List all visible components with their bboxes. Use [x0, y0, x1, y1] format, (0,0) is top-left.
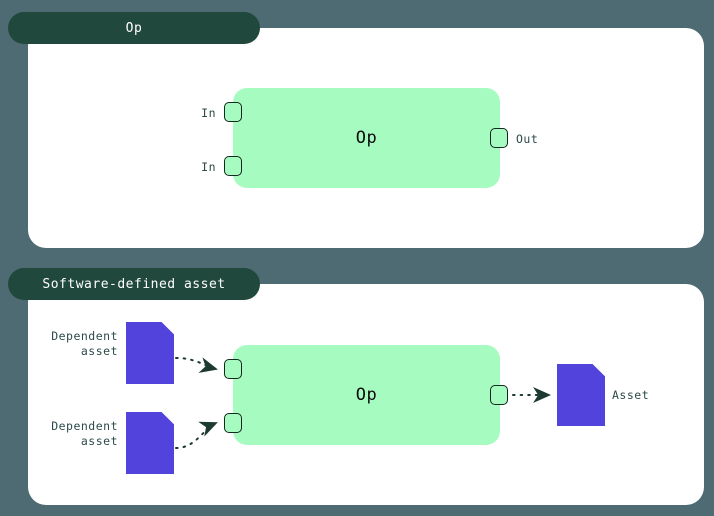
input-port-2[interactable] — [224, 156, 242, 176]
input-port-asset-2[interactable] — [224, 413, 242, 433]
panel-tab-op[interactable]: Op — [8, 12, 260, 44]
input-port-1-label: In — [201, 106, 216, 120]
output-port-asset-1[interactable] — [490, 385, 508, 405]
dependent-asset-icon-2[interactable] — [126, 412, 174, 474]
op-node-bottom[interactable]: Op — [233, 345, 500, 445]
asset-icon[interactable] — [557, 364, 605, 426]
output-port-1[interactable] — [490, 128, 508, 148]
op-node-label-bottom: Op — [355, 385, 378, 405]
dependent-asset-2-label: Dependent asset — [51, 419, 118, 448]
asset-label: Asset — [612, 388, 650, 402]
op-node-label: Op — [355, 128, 378, 148]
input-port-2-label: In — [201, 160, 216, 174]
input-port-1[interactable] — [224, 102, 242, 122]
dependent-asset-icon-1[interactable] — [126, 322, 174, 384]
input-port-asset-1[interactable] — [224, 359, 242, 379]
panel-tab-software-defined-asset[interactable]: Software-defined asset — [8, 268, 260, 300]
dependent-asset-1-label: Dependent asset — [51, 329, 118, 358]
op-node-top[interactable]: Op — [233, 88, 500, 188]
output-port-1-label: Out — [516, 132, 539, 146]
